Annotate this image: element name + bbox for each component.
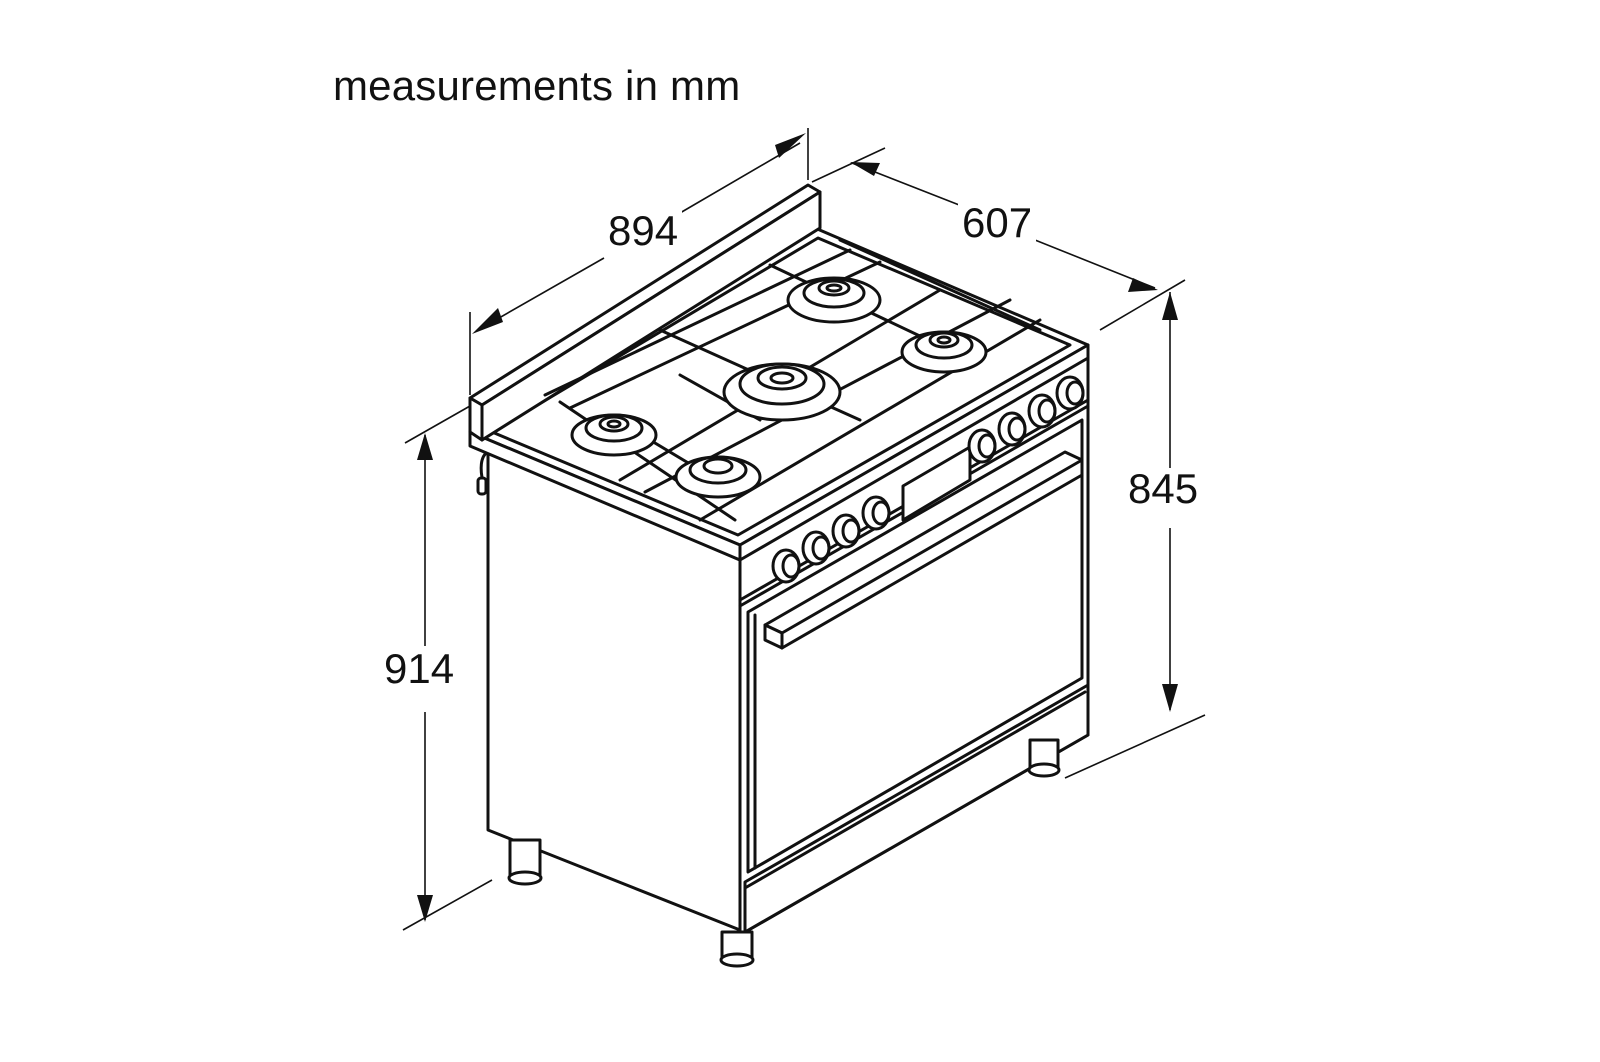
burner-front-left bbox=[570, 413, 658, 457]
control-knob-3 bbox=[831, 513, 861, 549]
burner-back-center bbox=[786, 276, 882, 324]
control-knob-6 bbox=[997, 411, 1027, 447]
storage-drawer bbox=[743, 683, 1090, 934]
cabinet-feet bbox=[507, 738, 1061, 968]
control-knob-5 bbox=[967, 428, 997, 464]
control-panel bbox=[771, 375, 1085, 584]
width-dimension-line bbox=[469, 128, 809, 395]
control-knob-2 bbox=[801, 530, 831, 566]
height-cooktop-dimension-line bbox=[1064, 292, 1206, 779]
depth-dimension-label: 607 bbox=[958, 202, 1037, 244]
depth-dimension-line bbox=[811, 147, 1186, 331]
burners bbox=[570, 276, 988, 499]
total-height-dimension-line bbox=[402, 405, 493, 931]
burner-front-center bbox=[674, 455, 762, 499]
oven-door-handle bbox=[763, 450, 1084, 650]
width-dimension-label: 894 bbox=[604, 210, 683, 252]
control-knob-4 bbox=[861, 495, 891, 531]
cooktop-height-dimension-label: 845 bbox=[1124, 468, 1203, 510]
display-panel bbox=[901, 445, 972, 522]
burner-wok-center bbox=[722, 362, 842, 422]
control-knob-8 bbox=[1055, 375, 1085, 411]
control-knob-1 bbox=[771, 548, 801, 584]
burner-right bbox=[900, 330, 988, 374]
units-caption: measurements in mm bbox=[333, 62, 741, 109]
backsplash bbox=[468, 183, 822, 442]
oven-door bbox=[746, 418, 1084, 874]
total-height-dimension-label: 914 bbox=[380, 648, 459, 690]
control-knob-7 bbox=[1027, 393, 1057, 429]
